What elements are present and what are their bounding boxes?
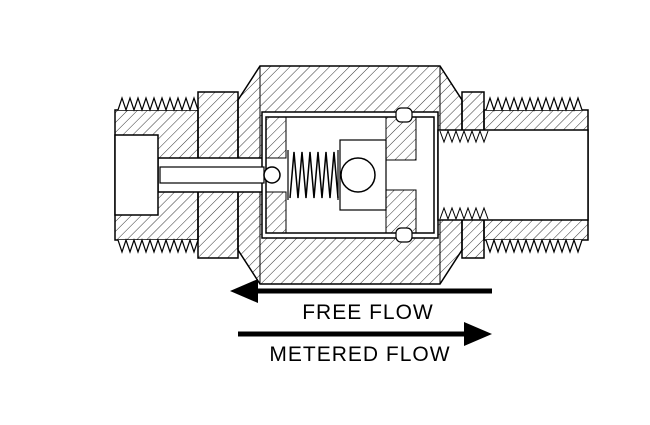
retaining-clip-top — [395, 107, 413, 123]
metered-flow-arrow — [238, 322, 492, 346]
spring-coil — [289, 151, 339, 199]
free-flow-label: FREE FLOW — [302, 301, 434, 324]
flow-annotations: FREE FLOW METERED FLOW — [230, 279, 492, 366]
metered-flow-label: METERED FLOW — [269, 343, 450, 366]
left-port-socket — [114, 134, 159, 216]
check-ball — [340, 157, 376, 193]
metering-stem — [159, 166, 265, 184]
metering-ball — [263, 166, 281, 184]
retaining-clip-bottom — [395, 227, 413, 243]
left-thread-bottom-profile — [117, 238, 199, 254]
spring-guide-top — [265, 116, 287, 159]
valve-seat-top — [385, 116, 417, 161]
metered-flow-arrowhead-right — [464, 322, 492, 346]
valve-seat-bottom — [385, 189, 417, 234]
female-thread-top-profile — [439, 129, 489, 144]
right-port-bore — [437, 129, 589, 221]
spring-guide-bottom — [265, 191, 287, 234]
free-flow-arrowhead-left — [230, 279, 258, 303]
internal-components — [159, 107, 435, 243]
left-thread-top-profile — [117, 96, 199, 112]
female-thread-bottom-profile — [439, 206, 489, 221]
free-flow-arrow — [230, 279, 492, 303]
ball-cage — [339, 139, 387, 211]
right-thread-top-profile — [485, 96, 583, 112]
right-thread-bottom-profile — [485, 238, 583, 254]
